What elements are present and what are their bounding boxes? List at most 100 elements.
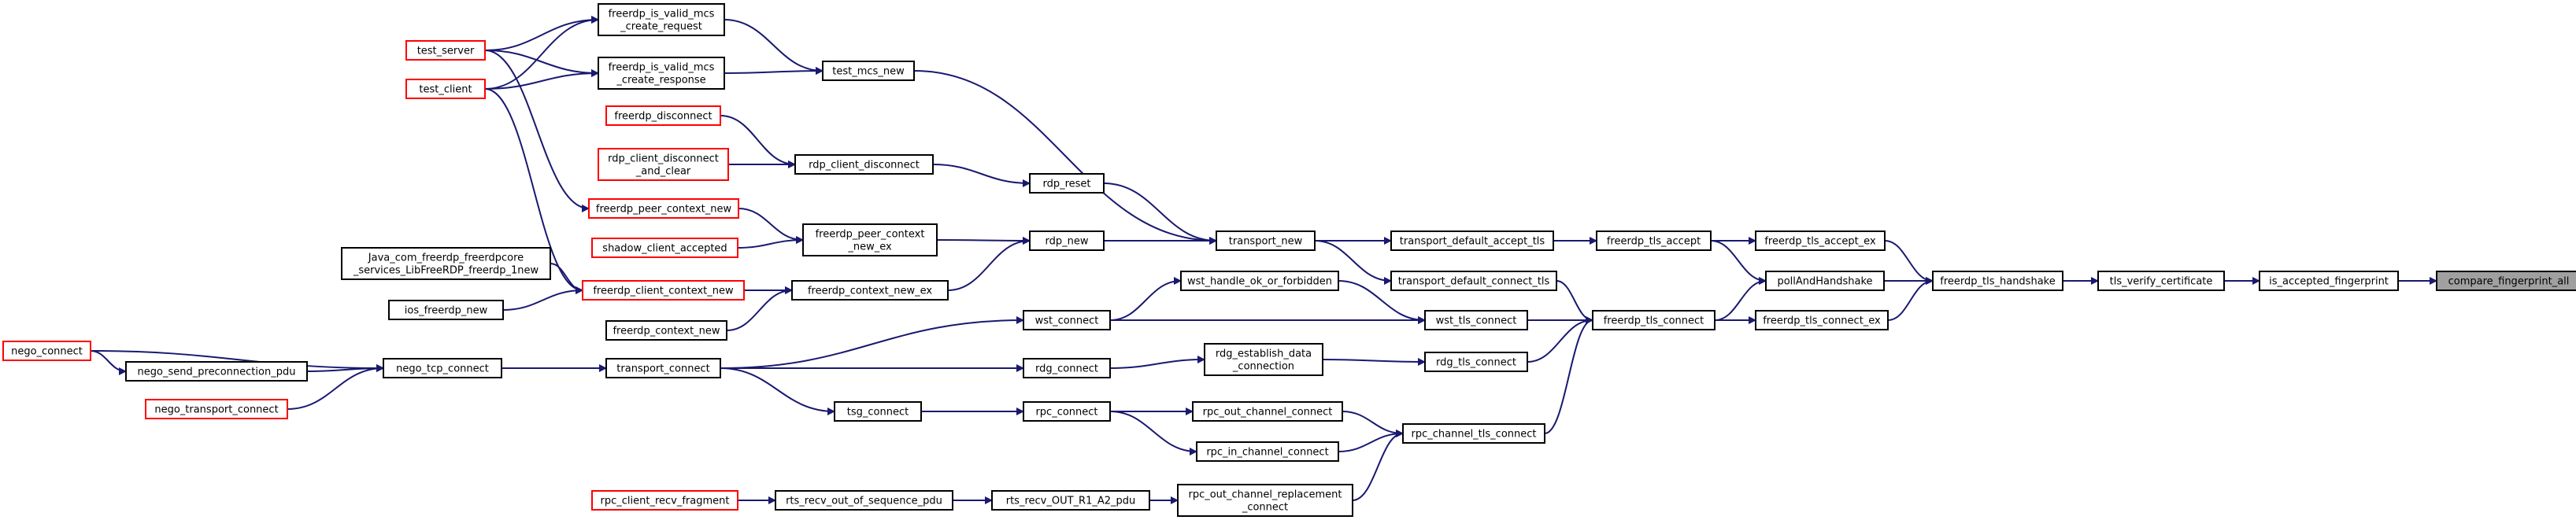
- node-box-rpc_in_channel_connect[interactable]: [1196, 441, 1339, 462]
- node-box-freerdp_is_valid_mcs_create_request[interactable]: [598, 3, 725, 36]
- node-box-freerdp_disconnect[interactable]: [605, 105, 721, 126]
- node-box-rpc_client_recv_fragment[interactable]: [591, 490, 738, 511]
- node-box-java_new[interactable]: [341, 247, 551, 280]
- node-freerdp_tls_accept_ex[interactable]: freerdp_tls_accept_ex: [1755, 230, 1886, 251]
- node-tsg_connect[interactable]: tsg_connect: [834, 401, 922, 422]
- node-box-wst_connect[interactable]: [1023, 310, 1111, 330]
- node-ios_freerdp_new[interactable]: ios_freerdp_new: [388, 300, 504, 320]
- node-box-nego_transport_connect[interactable]: [145, 399, 288, 419]
- node-box-test_mcs_new[interactable]: [822, 61, 915, 81]
- node-box-rts_recv_out_of_sequence_pdu[interactable]: [775, 490, 953, 511]
- node-box-nego_tcp_connect[interactable]: [383, 358, 502, 378]
- node-rpc_out_channel_connect[interactable]: rpc_out_channel_connect: [1192, 401, 1343, 422]
- node-box-transport_new[interactable]: [1216, 230, 1316, 251]
- node-rts_recv_out_of_sequence_pdu[interactable]: rts_recv_out_of_sequence_pdu: [775, 490, 953, 511]
- node-pollAndHandshake[interactable]: pollAndHandshake: [1765, 271, 1885, 291]
- node-rpc_client_recv_fragment[interactable]: rpc_client_recv_fragment: [591, 490, 738, 511]
- node-freerdp_peer_context_new_ex[interactable]: freerdp_peer_context_new_ex: [802, 223, 938, 256]
- node-box-rdg_connect[interactable]: [1023, 358, 1111, 378]
- node-rdp_reset[interactable]: rdp_reset: [1029, 173, 1105, 194]
- node-box-freerdp_is_valid_mcs_create_response[interactable]: [598, 57, 725, 90]
- node-nego_connect[interactable]: nego_connect: [2, 341, 91, 361]
- node-transport_connect[interactable]: transport_connect: [605, 358, 721, 378]
- node-box-nego_connect[interactable]: [2, 341, 91, 361]
- node-nego_send_preconnection_pdu[interactable]: nego_send_preconnection_pdu: [125, 361, 308, 382]
- node-freerdp_tls_connect_ex[interactable]: freerdp_tls_connect_ex: [1755, 310, 1889, 330]
- node-box-tsg_connect[interactable]: [834, 401, 922, 422]
- node-box-nego_send_preconnection_pdu[interactable]: [125, 361, 308, 382]
- node-box-rdp_client_disconnect_and_clear[interactable]: [598, 148, 729, 181]
- node-freerdp_tls_connect[interactable]: freerdp_tls_connect: [1592, 310, 1715, 330]
- node-box-rpc_connect[interactable]: [1023, 401, 1111, 422]
- node-rdg_connect[interactable]: rdg_connect: [1023, 358, 1111, 378]
- node-freerdp_tls_accept[interactable]: freerdp_tls_accept: [1596, 230, 1712, 251]
- node-box-freerdp_context_new_ex[interactable]: [791, 280, 949, 301]
- node-box-transport_default_accept_tls[interactable]: [1390, 230, 1554, 251]
- node-freerdp_context_new_ex[interactable]: freerdp_context_new_ex: [791, 280, 949, 301]
- node-rpc_connect[interactable]: rpc_connect: [1023, 401, 1111, 422]
- node-freerdp_peer_context_new[interactable]: freerdp_peer_context_new: [588, 198, 739, 219]
- node-box-rdg_establish_data_connection[interactable]: [1204, 343, 1323, 376]
- node-freerdp_disconnect[interactable]: freerdp_disconnect: [605, 105, 721, 126]
- node-box-rdp_new[interactable]: [1029, 230, 1105, 251]
- node-box-is_accepted_fingerprint[interactable]: [2259, 271, 2399, 291]
- node-test_server[interactable]: test_server: [405, 40, 486, 61]
- node-wst_connect[interactable]: wst_connect: [1023, 310, 1111, 330]
- node-rdp_client_disconnect[interactable]: rdp_client_disconnect: [794, 154, 934, 175]
- node-box-rpc_out_channel_replacement_connect[interactable]: [1177, 484, 1353, 517]
- node-test_client[interactable]: test_client: [405, 79, 486, 99]
- node-freerdp_context_new[interactable]: freerdp_context_new: [605, 320, 727, 341]
- node-transport_new[interactable]: transport_new: [1216, 230, 1316, 251]
- node-box-freerdp_tls_accept_ex[interactable]: [1755, 230, 1886, 251]
- node-is_accepted_fingerprint[interactable]: is_accepted_fingerprint: [2259, 271, 2399, 291]
- node-box-rpc_channel_tls_connect[interactable]: [1402, 423, 1545, 444]
- node-box-freerdp_peer_context_new[interactable]: [588, 198, 739, 219]
- node-compare_fingerprint_all[interactable]: compare_fingerprint_all: [2436, 271, 2576, 291]
- node-box-freerdp_tls_accept[interactable]: [1596, 230, 1712, 251]
- node-box-freerdp_tls_connect[interactable]: [1592, 310, 1715, 330]
- node-box-transport_connect[interactable]: [605, 358, 721, 378]
- node-box-pollAndHandshake[interactable]: [1765, 271, 1885, 291]
- node-wst_handle_ok_or_forbidden[interactable]: wst_handle_ok_or_forbidden: [1180, 271, 1339, 291]
- node-box-test_client[interactable]: [405, 79, 486, 99]
- node-box-rts_recv_OUT_R1_A2_pdu[interactable]: [991, 490, 1150, 511]
- node-tls_verify_certificate[interactable]: tls_verify_certificate: [2097, 271, 2225, 291]
- node-box-rdp_reset[interactable]: [1029, 173, 1105, 194]
- node-rpc_channel_tls_connect[interactable]: rpc_channel_tls_connect: [1402, 423, 1545, 444]
- node-nego_tcp_connect[interactable]: nego_tcp_connect: [383, 358, 502, 378]
- node-box-compare_fingerprint_all[interactable]: [2436, 271, 2576, 291]
- node-test_mcs_new[interactable]: test_mcs_new: [822, 61, 915, 81]
- node-box-rdp_client_disconnect[interactable]: [794, 154, 934, 175]
- node-wst_tls_connect[interactable]: wst_tls_connect: [1424, 310, 1528, 330]
- node-box-ios_freerdp_new[interactable]: [388, 300, 504, 320]
- node-rdp_client_disconnect_and_clear[interactable]: rdp_client_disconnect_and_clear: [598, 148, 729, 181]
- node-freerdp_client_context_new[interactable]: freerdp_client_context_new: [582, 280, 745, 301]
- node-transport_default_connect_tls[interactable]: transport_default_connect_tls: [1390, 271, 1557, 291]
- node-rts_recv_OUT_R1_A2_pdu[interactable]: rts_recv_OUT_R1_A2_pdu: [991, 490, 1150, 511]
- node-box-freerdp_client_context_new[interactable]: [582, 280, 745, 301]
- node-box-wst_handle_ok_or_forbidden[interactable]: [1180, 271, 1339, 291]
- node-box-transport_default_connect_tls[interactable]: [1390, 271, 1557, 291]
- node-rdg_tls_connect[interactable]: rdg_tls_connect: [1424, 352, 1528, 372]
- node-rdp_new[interactable]: rdp_new: [1029, 230, 1105, 251]
- node-box-shadow_client_accepted[interactable]: [591, 238, 738, 258]
- node-box-freerdp_peer_context_new_ex[interactable]: [802, 223, 938, 256]
- node-freerdp_is_valid_mcs_create_response[interactable]: freerdp_is_valid_mcs_create_response: [598, 57, 725, 90]
- node-transport_default_accept_tls[interactable]: transport_default_accept_tls: [1390, 230, 1554, 251]
- node-rpc_out_channel_replacement_connect[interactable]: rpc_out_channel_replacement_connect: [1177, 484, 1353, 517]
- node-freerdp_is_valid_mcs_create_request[interactable]: freerdp_is_valid_mcs_create_request: [598, 3, 725, 36]
- node-java_new[interactable]: Java_com_freerdp_freerdpcore_services_Li…: [341, 247, 551, 280]
- node-box-freerdp_context_new[interactable]: [605, 320, 727, 341]
- node-box-test_server[interactable]: [405, 40, 486, 61]
- node-nego_transport_connect[interactable]: nego_transport_connect: [145, 399, 288, 419]
- node-box-freerdp_tls_connect_ex[interactable]: [1755, 310, 1889, 330]
- node-rdg_establish_data_connection[interactable]: rdg_establish_data_connection: [1204, 343, 1323, 376]
- node-box-wst_tls_connect[interactable]: [1424, 310, 1528, 330]
- node-box-rdg_tls_connect[interactable]: [1424, 352, 1528, 372]
- node-shadow_client_accepted[interactable]: shadow_client_accepted: [591, 238, 738, 258]
- node-rpc_in_channel_connect[interactable]: rpc_in_channel_connect: [1196, 441, 1339, 462]
- node-box-tls_verify_certificate[interactable]: [2097, 271, 2225, 291]
- node-box-freerdp_tls_handshake[interactable]: [1932, 271, 2063, 291]
- node-freerdp_tls_handshake[interactable]: freerdp_tls_handshake: [1932, 271, 2063, 291]
- node-box-rpc_out_channel_connect[interactable]: [1192, 401, 1343, 422]
